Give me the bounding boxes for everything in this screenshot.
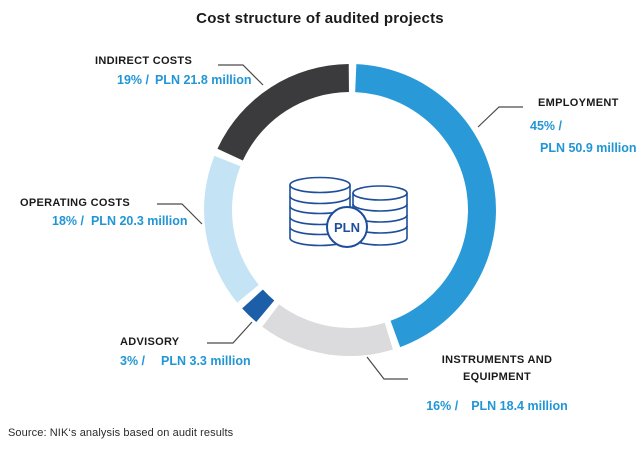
advisory-amount: PLN 3.3 million <box>161 354 251 368</box>
label-indirect-costs-value: 19% / PLN 21.8 million <box>117 74 252 87</box>
donut-segments <box>203 64 496 356</box>
callout-line-instruments <box>366 356 408 380</box>
operating-costs-amount: PLN 20.3 million <box>90 214 188 228</box>
label-employment: EMPLOYMENT 45% / PLN 50.9 million <box>530 97 637 155</box>
label-advisory-value: 3% / PLN 3.3 million <box>120 355 251 368</box>
label-indirect-costs-title: INDIRECT COSTS <box>95 55 193 67</box>
label-instruments-title: INSTRUMENTS AND EQUIPMENT <box>441 354 553 383</box>
label-operating-costs: OPERATING COSTS 18% / PLN 20.3 million <box>20 197 188 228</box>
callout-line-advisory <box>207 321 253 344</box>
pln-badge <box>326 206 368 248</box>
employment-pct: 45% / <box>530 119 562 133</box>
label-employment-title: EMPLOYMENT <box>538 97 619 109</box>
coin-stacks-icon: PLN <box>289 176 408 248</box>
donut-segment-advisory <box>242 289 275 322</box>
label-instruments-value: 16% / PLN 18.4 million <box>422 400 572 413</box>
label-advisory-title: ADVISORY <box>120 336 180 348</box>
pln-badge-label: PLN <box>334 220 360 235</box>
label-advisory: ADVISORY 3% / PLN 3.3 million <box>120 336 251 368</box>
indirect-costs-pct: 19% / <box>117 73 149 87</box>
callout-line-operating-costs <box>157 203 203 225</box>
callout-line-indirect-costs <box>218 64 264 86</box>
instruments-amount: PLN 18.4 million <box>471 399 568 413</box>
source-note: Source: NIK‘s analysis based on audit re… <box>8 427 234 439</box>
callout-line-employment <box>477 106 523 128</box>
label-indirect-costs: INDIRECT COSTS 19% / PLN 21.8 million <box>95 55 252 87</box>
indirect-costs-amount: PLN 21.8 million <box>154 73 252 87</box>
employment-amount: PLN 50.9 million <box>540 141 637 155</box>
donut-segment-indirect-costs <box>217 64 349 161</box>
donut-segment-employment <box>355 64 496 348</box>
operating-costs-pct: 18% / <box>52 214 84 228</box>
instruments-pct: 16% / <box>426 399 459 413</box>
advisory-pct: 3% / <box>120 354 146 368</box>
donut-segment-operating-costs <box>203 155 259 303</box>
donut-segment-instruments-and-equipment <box>262 304 393 356</box>
label-operating-costs-title: OPERATING COSTS <box>20 197 131 209</box>
label-operating-costs-value: 18% / PLN 20.3 million <box>52 215 188 228</box>
label-instruments-and-equipment: INSTRUMENTS AND EQUIPMENT 16% / PLN 18.4 … <box>422 352 572 413</box>
chart-title: Cost structure of audited projects <box>196 10 444 27</box>
